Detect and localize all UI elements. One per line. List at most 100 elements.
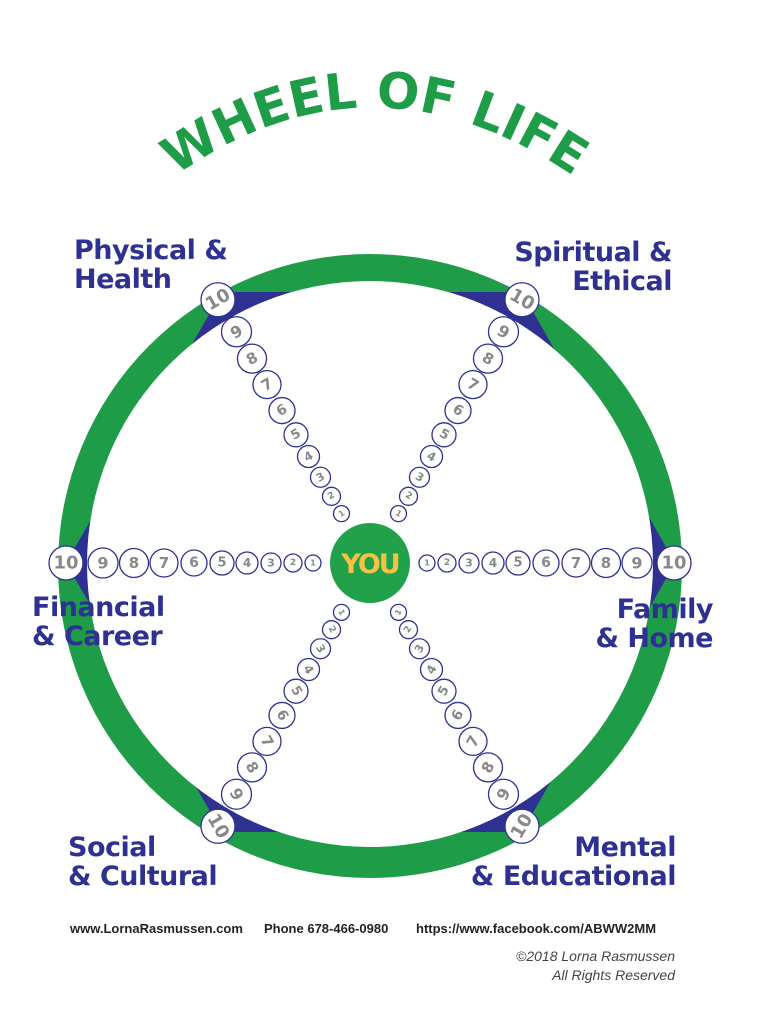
score-circle-mental-8[interactable] — [472, 752, 504, 783]
score-number: 7 — [571, 554, 581, 572]
score-circle-social-9[interactable] — [220, 778, 253, 810]
score-circle-spiritual-10[interactable] — [504, 282, 540, 318]
score-circle-spiritual-6[interactable] — [444, 396, 472, 425]
score-number: 4 — [243, 556, 251, 570]
score-number: 5 — [217, 556, 226, 571]
score-circle-spiritual-1[interactable] — [389, 504, 408, 523]
area-financial-career: Financial& Career — [32, 593, 165, 651]
score-circle-mental-6[interactable] — [444, 701, 472, 730]
score-circle-mental-9[interactable] — [487, 778, 520, 810]
score-number: 8 — [601, 554, 611, 572]
score-circle-family-1[interactable] — [418, 554, 436, 572]
score-circle-social-2[interactable] — [321, 620, 342, 640]
score-circle-spiritual-5[interactable] — [431, 422, 457, 448]
score-number: 2 — [403, 490, 413, 502]
score-circle-mental-2[interactable] — [398, 620, 419, 640]
score-circle-spiritual-2[interactable] — [398, 486, 419, 506]
you-center — [330, 523, 410, 603]
score-circle-physical-5[interactable] — [283, 422, 309, 448]
score-circle-financial-10[interactable] — [48, 545, 84, 581]
score-number: 2 — [403, 624, 415, 634]
label-line: & Cultural — [68, 861, 218, 892]
score-circle-family-6[interactable] — [532, 549, 560, 577]
score-circle-family-4[interactable] — [481, 551, 505, 575]
score-circle-mental-1[interactable] — [389, 603, 408, 622]
score-number: 1 — [393, 607, 404, 617]
score-circle-social-6[interactable] — [268, 701, 296, 730]
area-physical-health: Physical &Health — [74, 236, 228, 295]
score-circle-mental-5[interactable] — [431, 678, 457, 704]
area-mental-educational: Mental& Educational — [471, 833, 677, 891]
label-line: Social — [68, 832, 156, 863]
label-line: Spiritual & — [514, 237, 672, 268]
score-circle-physical-6[interactable] — [268, 396, 296, 425]
score-circle-social-7[interactable] — [252, 726, 282, 757]
score-circle-family-10[interactable] — [656, 545, 692, 581]
score-circle-mental-4[interactable] — [419, 657, 444, 682]
facebook-link[interactable]: https://www.facebook.com/ABWW2MM — [416, 921, 657, 936]
score-number: 10 — [53, 553, 78, 574]
score-number: 9 — [631, 554, 642, 573]
score-circle-social-4[interactable] — [296, 657, 321, 682]
website-link[interactable]: www.LornaRasmussen.com — [70, 921, 243, 936]
score-number: 1 — [336, 608, 347, 618]
score-number: 1 — [337, 508, 347, 519]
score-number: 4 — [489, 556, 497, 570]
score-circle-social-8[interactable] — [236, 752, 268, 783]
score-circle-mental-7[interactable] — [458, 726, 488, 757]
score-number: 5 — [513, 556, 522, 571]
score-circle-physical-7[interactable] — [252, 369, 282, 400]
you-label: YOU — [340, 549, 399, 580]
score-circle-financial-9[interactable] — [87, 547, 119, 579]
score-number: 9 — [97, 554, 108, 573]
score-circle-physical-1[interactable] — [332, 504, 351, 523]
score-circle-financial-5[interactable] — [209, 550, 235, 576]
score-circle-family-8[interactable] — [590, 547, 622, 579]
score-circle-family-3[interactable] — [458, 552, 480, 574]
score-circle-physical-2[interactable] — [321, 486, 342, 506]
score-circle-physical-10[interactable] — [200, 282, 236, 318]
score-number: 10 — [661, 553, 686, 574]
score-circle-financial-7[interactable] — [149, 548, 179, 578]
score-circle-family-7[interactable] — [561, 548, 591, 578]
score-number: 2 — [326, 624, 338, 634]
score-circle-spiritual-3[interactable] — [408, 466, 431, 488]
score-circle-financial-8[interactable] — [118, 547, 150, 579]
score-circle-financial-3[interactable] — [260, 552, 282, 574]
score-circle-family-5[interactable] — [505, 550, 531, 576]
score-circle-family-2[interactable] — [437, 553, 457, 573]
label-line: & Home — [595, 623, 713, 654]
score-circle-physical-4[interactable] — [296, 444, 321, 469]
area-social-cultural: Social& Cultural — [68, 832, 218, 892]
score-circle-social-3[interactable] — [309, 638, 332, 660]
label-line: Ethical — [572, 266, 672, 297]
score-circle-mental-3[interactable] — [408, 638, 431, 660]
score-circle-financial-4[interactable] — [235, 551, 259, 575]
score-circle-financial-6[interactable] — [180, 549, 208, 577]
area-spiritual-ethical: Spiritual &Ethical — [514, 238, 672, 296]
score-circle-financial-2[interactable] — [283, 553, 303, 573]
label-line: Health — [74, 264, 172, 295]
score-number: 7 — [159, 554, 169, 572]
area-family-home: Family& Home — [595, 595, 713, 653]
score-circle-spiritual-7[interactable] — [458, 369, 488, 400]
score-circle-mental-10[interactable] — [504, 808, 540, 844]
score-number: 1 — [424, 559, 430, 568]
score-circle-physical-3[interactable] — [309, 466, 332, 488]
rights-line: All Rights Reserved — [552, 967, 675, 983]
score-circle-physical-9[interactable] — [220, 316, 253, 348]
copyright-line: ©2018 Lorna Rasmussen — [516, 948, 675, 964]
score-circle-family-9[interactable] — [621, 547, 653, 579]
score-number: 6 — [189, 555, 199, 571]
score-circle-spiritual-9[interactable] — [487, 316, 520, 348]
score-circle-social-10[interactable] — [200, 808, 236, 844]
score-circle-spiritual-4[interactable] — [419, 444, 444, 469]
score-number: 8 — [129, 554, 139, 572]
score-number: 6 — [541, 555, 551, 571]
score-circle-financial-1[interactable] — [304, 554, 322, 572]
score-circle-social-5[interactable] — [283, 678, 309, 704]
score-circle-spiritual-8[interactable] — [472, 343, 504, 374]
score-circle-physical-8[interactable] — [236, 343, 268, 374]
score-circle-social-1[interactable] — [332, 603, 351, 622]
